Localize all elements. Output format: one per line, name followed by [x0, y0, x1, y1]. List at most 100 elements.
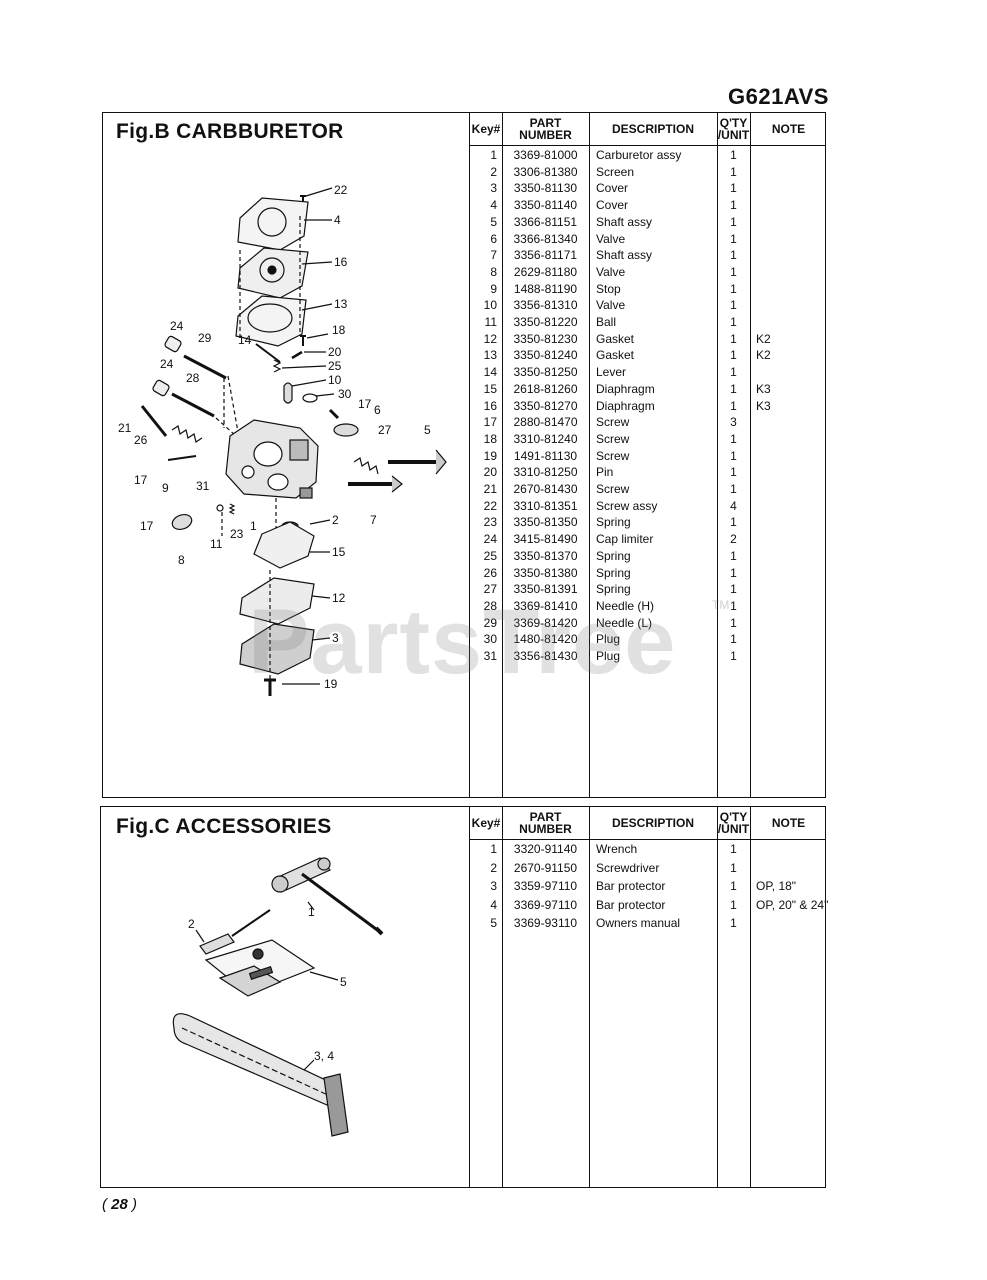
page-number: ( 28 ) — [102, 1196, 137, 1213]
cell-description: Screwdriver — [596, 860, 660, 875]
cell-note: K2 — [756, 348, 771, 363]
cell-qty: 1 — [730, 649, 737, 663]
fig-b-panel — [102, 112, 826, 798]
cell-part-number: 3369-81410 — [513, 598, 578, 613]
header-qty-line2: /UNIT — [717, 821, 750, 836]
cell-key: 17 — [483, 415, 497, 430]
callout-25: 25 — [328, 359, 342, 373]
cell-part-number: 3350-81250 — [513, 365, 578, 380]
cell-qty: 1 — [730, 381, 737, 396]
cell-description: Gasket — [596, 331, 635, 346]
cell-part-number: 3350-81230 — [513, 331, 578, 346]
cell-note: K2 — [756, 331, 771, 346]
cell-description: Screen — [596, 164, 635, 179]
callout-10: 10 — [328, 373, 342, 387]
cell-description: Diaphragm — [596, 381, 655, 396]
accessories-diagram: 2 1 5 3, 4 — [172, 857, 384, 1137]
cell-qty: 1 — [730, 615, 737, 630]
cell-description: Screw — [596, 448, 630, 463]
cell-key: 4 — [490, 897, 497, 912]
callout-4: 4 — [334, 213, 341, 227]
header-qty-line1: Q'TY — [719, 115, 748, 130]
cell-qty: 1 — [730, 515, 737, 530]
cell-qty: 1 — [730, 582, 737, 597]
cell-note: K3 — [756, 381, 771, 396]
cell-qty: 1 — [730, 331, 737, 346]
cell-part-number: 1488-81190 — [513, 281, 578, 296]
cell-part-number: 3350-81270 — [513, 398, 578, 413]
trademark: TM — [712, 598, 730, 612]
cell-description: Gasket — [596, 348, 635, 363]
cell-qty: 1 — [730, 431, 737, 446]
fig-b-title: Fig.B CARBBURETOR — [116, 120, 344, 143]
cell-description: Screw — [596, 482, 630, 496]
page-bracket-right: ) — [132, 1196, 138, 1213]
cell-key: 27 — [483, 582, 497, 597]
cell-description: Needle (L) — [596, 615, 653, 630]
cell-key: 9 — [490, 281, 497, 296]
cell-key: 21 — [483, 482, 497, 496]
header-qty: Q'TY /UNIT — [717, 806, 750, 839]
callout-12: 12 — [332, 591, 346, 605]
cell-qty: 1 — [730, 365, 737, 380]
cell-part-number: 3350-81380 — [513, 565, 578, 580]
cell-qty: 1 — [730, 214, 737, 229]
header-qty: Q'TY /UNIT — [717, 112, 750, 145]
callout-29: 29 — [198, 331, 212, 345]
callout-3-4: 3, 4 — [314, 1049, 334, 1063]
cell-part-number: 2618-81260 — [513, 381, 578, 396]
cell-part-number: 3369-97110 — [513, 897, 578, 912]
cell-part-number: 3359-97110 — [513, 879, 578, 894]
cell-key: 18 — [483, 431, 497, 446]
callout-15: 15 — [332, 545, 346, 559]
cell-key: 26 — [483, 565, 497, 580]
cell-key: 22 — [483, 498, 497, 513]
cell-description: Ball — [596, 315, 617, 329]
cell-part-number: 3369-93110 — [513, 916, 578, 931]
cell-qty: 1 — [730, 598, 737, 613]
cell-qty: 3 — [730, 415, 737, 430]
cell-description: Wrench — [596, 842, 638, 856]
cell-part-number: 3350-81140 — [513, 198, 578, 213]
cell-description: Spring — [596, 548, 631, 563]
header-note: NOTE — [771, 121, 806, 136]
cell-part-number: 3350-81240 — [513, 348, 578, 363]
callout-24: 24 — [170, 319, 184, 333]
callout-6: 6 — [374, 403, 381, 417]
cell-part-number: 3415-81490 — [513, 532, 578, 547]
cell-key: 2 — [490, 860, 497, 875]
callout-20: 20 — [328, 345, 342, 359]
callout-2: 2 — [188, 917, 195, 931]
header-key: Key# — [471, 815, 501, 830]
cell-part-number: 1491-81130 — [513, 448, 578, 463]
cell-key: 29 — [483, 615, 497, 630]
cell-key: 19 — [483, 448, 497, 463]
watermark: PartsTree — [248, 591, 677, 693]
cell-qty: 1 — [730, 231, 737, 246]
cell-qty: 4 — [730, 498, 737, 513]
cell-description: Screw assy — [596, 498, 658, 513]
cell-description: Needle (H) — [596, 598, 655, 613]
header-note: NOTE — [771, 815, 806, 830]
cell-key: 13 — [483, 348, 497, 363]
cell-part-number: 3350-81391 — [513, 582, 578, 597]
cell-qty: 1 — [730, 281, 737, 296]
header-description: DESCRIPTION — [611, 121, 694, 136]
cell-qty: 1 — [730, 548, 737, 563]
cell-qty: 1 — [730, 482, 737, 496]
header-description: DESCRIPTION — [611, 815, 694, 830]
